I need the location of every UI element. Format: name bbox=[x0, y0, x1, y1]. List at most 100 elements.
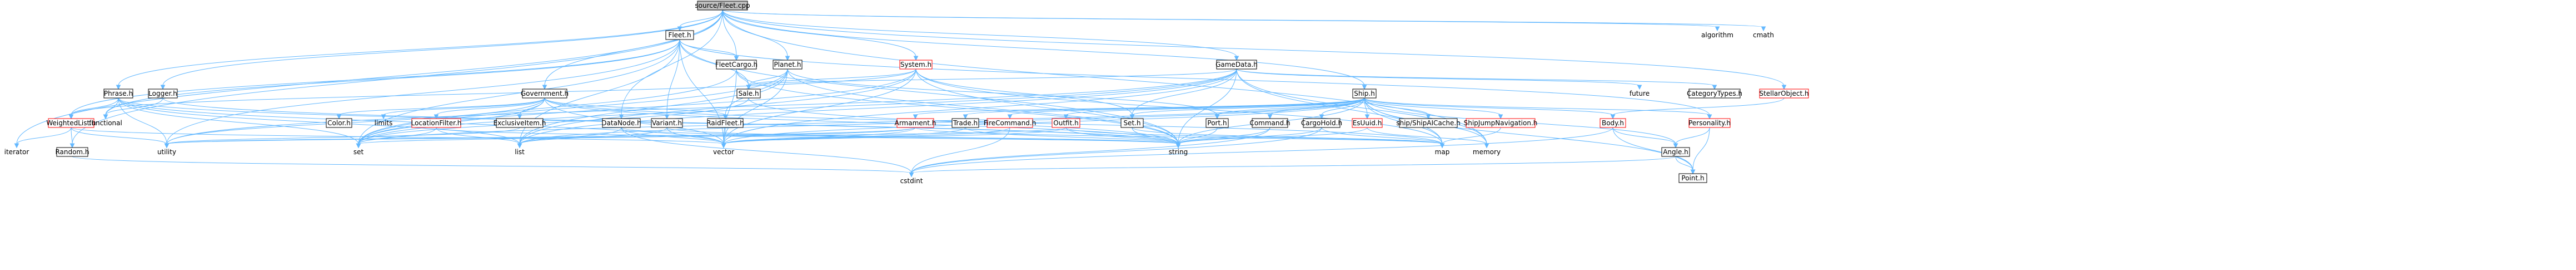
node-esuuid-h[interactable]: EsUuid.h bbox=[1352, 118, 1383, 128]
node-label: ExclusiveItem.h bbox=[494, 119, 546, 127]
node-fleetcargo-h[interactable]: FleetCargo.h bbox=[715, 60, 758, 70]
edge-root-to-algorithm bbox=[722, 9, 1720, 32]
edge-fleet_h-to-fleetcargo_h bbox=[679, 39, 739, 61]
node-body-h[interactable]: Body.h bbox=[1600, 118, 1626, 128]
node-fleet-h[interactable]: Fleet.h bbox=[665, 30, 694, 40]
edge-angle_h-to-point_h bbox=[1675, 156, 1696, 175]
node-box bbox=[1352, 89, 1377, 99]
node-label: Random.h bbox=[55, 148, 89, 156]
node-label: vector bbox=[713, 148, 734, 156]
node-label: System.h bbox=[900, 61, 931, 68]
node-source-fleet-cpp[interactable]: source/Fleet.cpp bbox=[695, 1, 750, 11]
node-government-h[interactable]: Government.h bbox=[521, 89, 569, 99]
node-label: RaidFleet.h bbox=[706, 119, 744, 127]
node-box bbox=[1205, 118, 1229, 128]
node-label: Body.h bbox=[1602, 119, 1624, 127]
node-cmath: cmath bbox=[1753, 31, 1774, 39]
node-label: CategoryTypes.h bbox=[1687, 90, 1742, 97]
edge-root-to-planet_h bbox=[722, 9, 790, 61]
node-label: utility bbox=[157, 148, 176, 156]
node-planet-h[interactable]: Planet.h bbox=[773, 60, 803, 70]
node-port-h[interactable]: Port.h bbox=[1205, 118, 1229, 128]
node-label: string bbox=[1169, 148, 1188, 156]
node-ship-h[interactable]: Ship.h bbox=[1352, 89, 1377, 99]
node-label: ShipJumpNavigation.h bbox=[1464, 119, 1538, 127]
node-firecommand-h[interactable]: FireCommand.h bbox=[984, 118, 1037, 128]
node-box bbox=[56, 147, 88, 157]
node-label: Point.h bbox=[1681, 174, 1704, 182]
node-system-h[interactable]: System.h bbox=[899, 60, 933, 70]
node-map: map bbox=[1435, 148, 1450, 156]
node-label: Trade.h bbox=[953, 119, 978, 127]
node-label: future bbox=[1630, 90, 1650, 97]
node-outfit-h[interactable]: Outfit.h bbox=[1052, 118, 1080, 128]
edge-fleet_h-to-set bbox=[356, 39, 680, 149]
node-label: Port.h bbox=[1207, 119, 1227, 127]
node-shipjumpnavigation-h[interactable]: ShipJumpNavigation.h bbox=[1464, 118, 1538, 128]
node-label: Sale.h bbox=[738, 90, 759, 97]
node-label: Logger.h bbox=[148, 90, 177, 97]
node-label: map bbox=[1435, 148, 1450, 156]
node-label: limits bbox=[375, 119, 393, 127]
node-box bbox=[602, 118, 641, 128]
node-stellarobject-h[interactable]: StellarObject.h bbox=[1759, 89, 1809, 99]
node-label: list bbox=[515, 148, 525, 156]
node-cargohold-h[interactable]: CargoHold.h bbox=[1301, 118, 1342, 128]
edge-angle_h-to-cstdint bbox=[909, 156, 1676, 178]
node-variant-h[interactable]: Variant.h bbox=[651, 118, 683, 128]
node-label: set bbox=[353, 148, 364, 156]
node-label: iterator bbox=[4, 148, 29, 156]
node-functional: functional bbox=[89, 119, 122, 127]
edge-system_h-to-sale_h bbox=[746, 68, 916, 90]
node-box bbox=[103, 89, 133, 99]
node-random-h[interactable]: Random.h bbox=[55, 147, 89, 157]
node-angle-h[interactable]: Angle.h bbox=[1661, 147, 1690, 157]
node-label: Phrase.h bbox=[104, 90, 133, 97]
node-logger-h[interactable]: Logger.h bbox=[148, 89, 178, 99]
node-set-h[interactable]: Set.h bbox=[1120, 118, 1144, 128]
edge-firecommand_h-to-cstdint bbox=[909, 127, 1010, 178]
node-label: ship/ShipAICache.h bbox=[1396, 119, 1461, 127]
node-cstdint: cstdint bbox=[900, 177, 923, 185]
node-label: Set.h bbox=[1123, 119, 1140, 127]
node-box bbox=[496, 118, 544, 128]
node-trade-h[interactable]: Trade.h bbox=[951, 118, 979, 128]
node-box bbox=[736, 89, 761, 99]
node-label: source/Fleet.cpp bbox=[695, 2, 750, 9]
edge-gamedata_h-to-set_h bbox=[1129, 68, 1237, 120]
node-sale-h[interactable]: Sale.h bbox=[736, 89, 761, 99]
node-categorytypes-h[interactable]: CategoryTypes.h bbox=[1687, 89, 1742, 99]
node-ship-shipaicache-h[interactable]: ship/ShipAICache.h bbox=[1396, 118, 1461, 128]
node-personality-h[interactable]: Personality.h bbox=[1688, 118, 1731, 128]
edge-logger_h-to-functional bbox=[103, 97, 163, 120]
node-label: WeightedList.h bbox=[46, 119, 96, 127]
node-armament-h[interactable]: Armament.h bbox=[895, 118, 936, 128]
node-label: Fleet.h bbox=[668, 31, 691, 39]
edge-root-to-stellarobject_h bbox=[722, 9, 1787, 90]
node-color-h[interactable]: Color.h bbox=[326, 118, 352, 128]
edge-esuuid_h-to-string bbox=[1175, 127, 1368, 149]
node-list: list bbox=[515, 148, 525, 156]
node-gamedata-h[interactable]: GameData.h bbox=[1215, 60, 1258, 70]
node-box bbox=[1688, 89, 1741, 99]
node-raidfleet-h[interactable]: RaidFleet.h bbox=[706, 118, 744, 128]
edge-weightedlist_h-to-utility bbox=[71, 127, 170, 149]
node-label: Ship.h bbox=[1354, 90, 1375, 97]
node-command-h[interactable]: Command.h bbox=[1249, 118, 1291, 128]
edge-ship_h-to-personality_h bbox=[1364, 97, 1712, 120]
node-iterator: iterator bbox=[4, 148, 29, 156]
node-point-h[interactable]: Point.h bbox=[1678, 173, 1707, 183]
node-label: Color.h bbox=[327, 119, 351, 127]
edge-ship_h-to-firecommand_h bbox=[1007, 97, 1365, 120]
node-weightedlist-h[interactable]: WeightedList.h bbox=[46, 118, 96, 128]
node-label: Personality.h bbox=[1688, 119, 1731, 127]
node-memory: memory bbox=[1473, 148, 1501, 156]
node-phrase-h[interactable]: Phrase.h bbox=[103, 89, 133, 99]
node-locationfilter-h[interactable]: LocationFilter.h bbox=[411, 118, 462, 128]
node-box bbox=[1252, 118, 1288, 128]
node-exclusiveitem-h[interactable]: ExclusiveItem.h bbox=[494, 118, 546, 128]
node-datanode-h[interactable]: DataNode.h bbox=[601, 118, 641, 128]
node-box bbox=[651, 118, 683, 128]
